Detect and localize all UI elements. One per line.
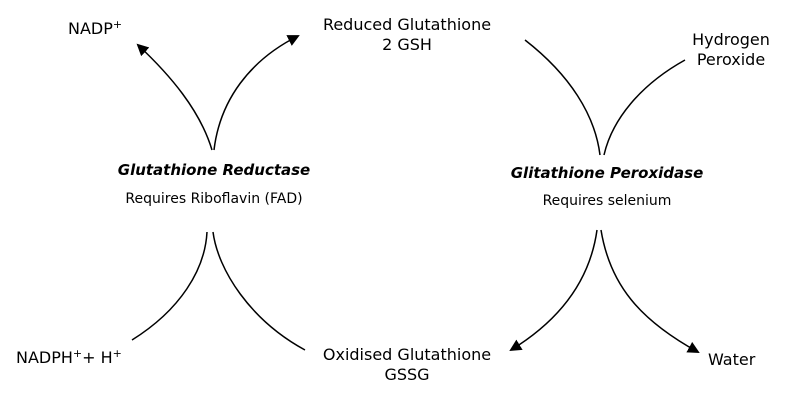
hydrogen-peroxide-line2: Peroxide — [696, 50, 766, 69]
arc-from-nadph — [131, 231, 208, 341]
peroxidase-requirement: Requires selenium — [542, 193, 672, 209]
arrow-to-water — [600, 229, 700, 353]
reduced-glutathione-label: Reduced Glutathione 2 GSH — [323, 15, 491, 55]
arc-from-reduced-glutathione — [524, 39, 601, 156]
nadp-sup: + — [112, 18, 123, 31]
hydrogen-peroxide-label: Hydrogen Peroxide — [692, 30, 770, 70]
water-label: Water — [708, 350, 755, 370]
peroxidase-name: Glitathione Peroxidase — [510, 164, 704, 182]
reduced-glutathione-line1: Reduced Glutathione — [322, 15, 492, 34]
reductase-requirement: Requires Riboflavin (FAD) — [125, 191, 303, 207]
arc-from-oxidised-glutathione — [212, 231, 306, 351]
nadph-label: NADPH++ H+ — [16, 348, 122, 368]
arrow-to-oxidised-glutathione — [509, 229, 598, 352]
nadp-label: NADP+ — [68, 19, 122, 39]
nadph-sup1: + — [72, 347, 83, 360]
peroxidase-enzyme-label: Glitathione Peroxidase Requires selenium — [511, 163, 704, 211]
nadph-text: NADPH — [16, 348, 73, 367]
arrow-to-reduced-glutathione — [213, 35, 300, 151]
reductase-name: Glutathione Reductase — [117, 161, 311, 179]
nadph-h-text: + H — [82, 348, 113, 367]
oxidised-glutathione-label: Oxidised Glutathione GSSG — [323, 345, 491, 385]
hydrogen-peroxide-line1: Hydrogen — [692, 30, 770, 49]
arc-from-hydrogen-peroxide — [603, 59, 686, 156]
nadp-text: NADP — [68, 19, 113, 38]
reduced-glutathione-line2: 2 GSH — [382, 35, 432, 54]
reductase-enzyme-label: Glutathione Reductase Requires Riboflavi… — [118, 160, 310, 209]
oxidised-glutathione-line1: Oxidised Glutathione — [322, 345, 492, 364]
arrow-to-nadp — [136, 43, 213, 151]
water-text: Water — [708, 350, 756, 369]
nadph-sup2: + — [112, 347, 122, 360]
oxidised-glutathione-line2: GSSG — [384, 365, 430, 384]
